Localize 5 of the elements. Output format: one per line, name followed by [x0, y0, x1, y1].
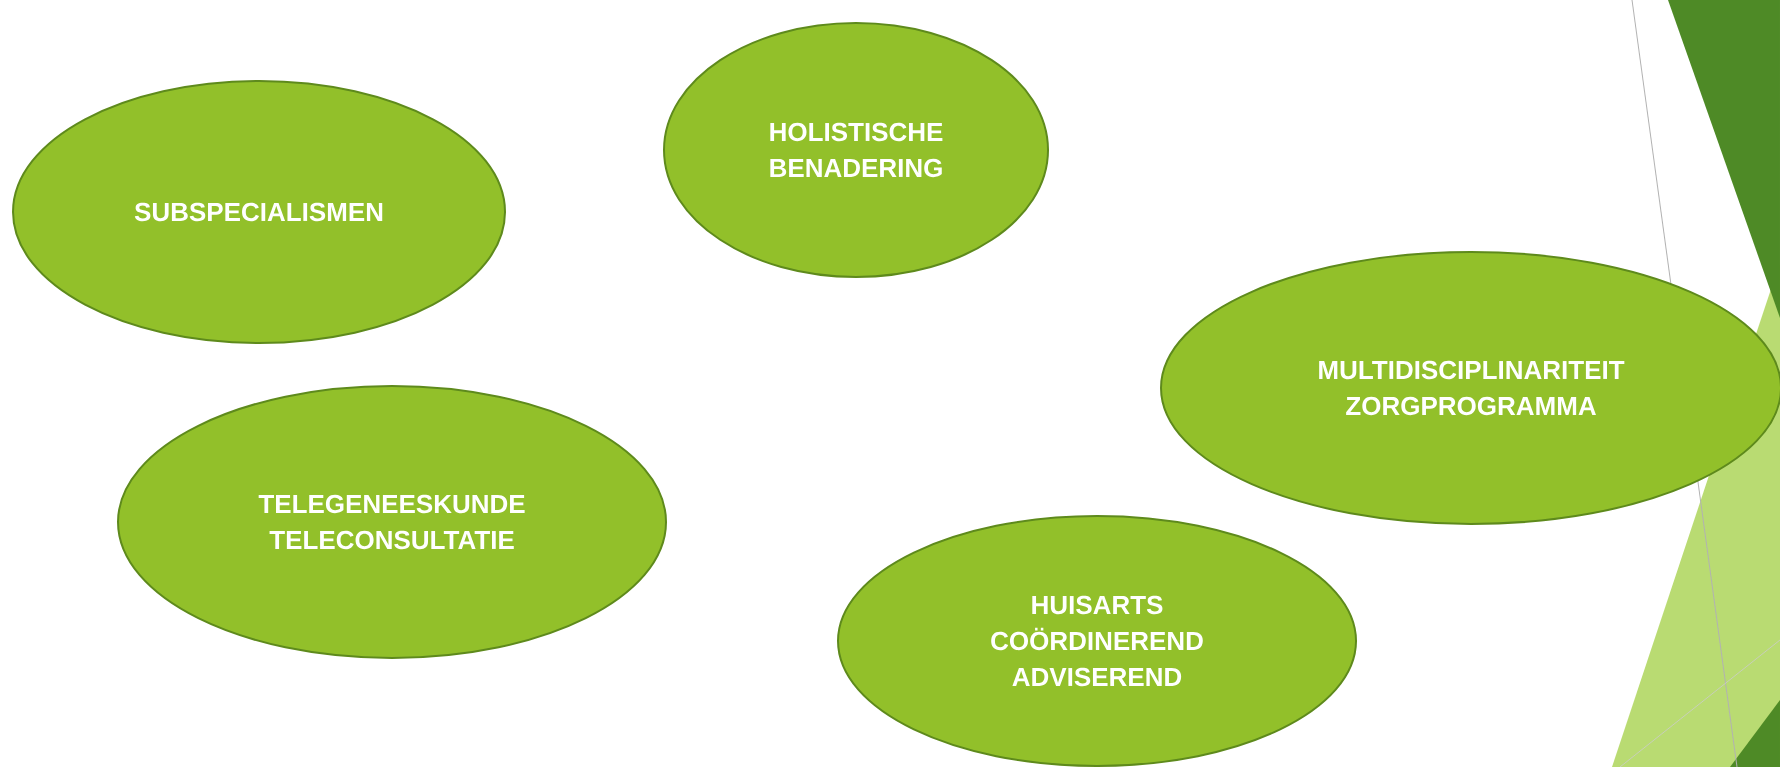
concept-oval: HUISARTS COÖRDINEREND ADVISEREND: [837, 515, 1357, 767]
concept-oval: TELEGENEESKUNDE TELECONSULTATIE: [117, 385, 667, 659]
concept-oval: SUBSPECIALISMEN: [12, 80, 506, 344]
concept-oval: MULTIDISCIPLINARITEIT ZORGPROGRAMMA: [1160, 251, 1780, 525]
concept-oval: HOLISTISCHE BENADERING: [663, 22, 1049, 278]
